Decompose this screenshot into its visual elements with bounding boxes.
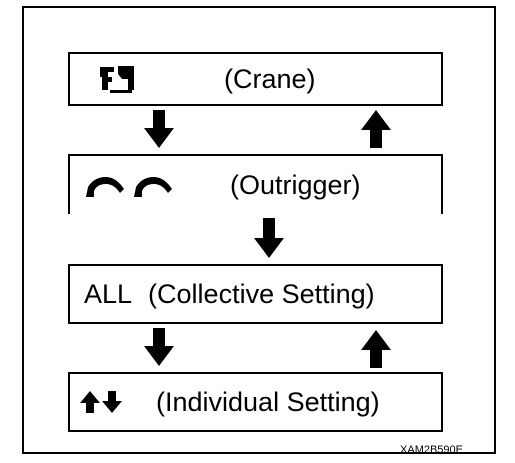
outrigger-icon [84, 169, 180, 201]
collective-prefix: ALL [84, 278, 133, 309]
arrow-down-icon [144, 110, 174, 148]
arrow-up-icon [361, 330, 391, 368]
arrow-down-icon [144, 328, 174, 366]
crane-label: (Crane) [224, 63, 316, 94]
figure-code: XAM2B590E [400, 444, 463, 456]
individual-setting-box: (Individual Setting) [68, 372, 443, 432]
crane-mode-box: (Crane) [68, 52, 443, 106]
crane-icon [98, 63, 140, 95]
arrow-down-icon [254, 218, 284, 258]
individual-label: (Individual Setting) [156, 386, 380, 417]
up-down-arrows-icon [80, 389, 124, 415]
arrow-up-icon [361, 110, 391, 148]
collective-label: (Collective Setting) [148, 278, 375, 309]
diagram-frame [22, 6, 496, 454]
collective-setting-box: ALL (Collective Setting) [68, 264, 443, 324]
outrigger-mode-box: (Outrigger) [68, 154, 443, 214]
outrigger-label: (Outrigger) [230, 169, 361, 200]
